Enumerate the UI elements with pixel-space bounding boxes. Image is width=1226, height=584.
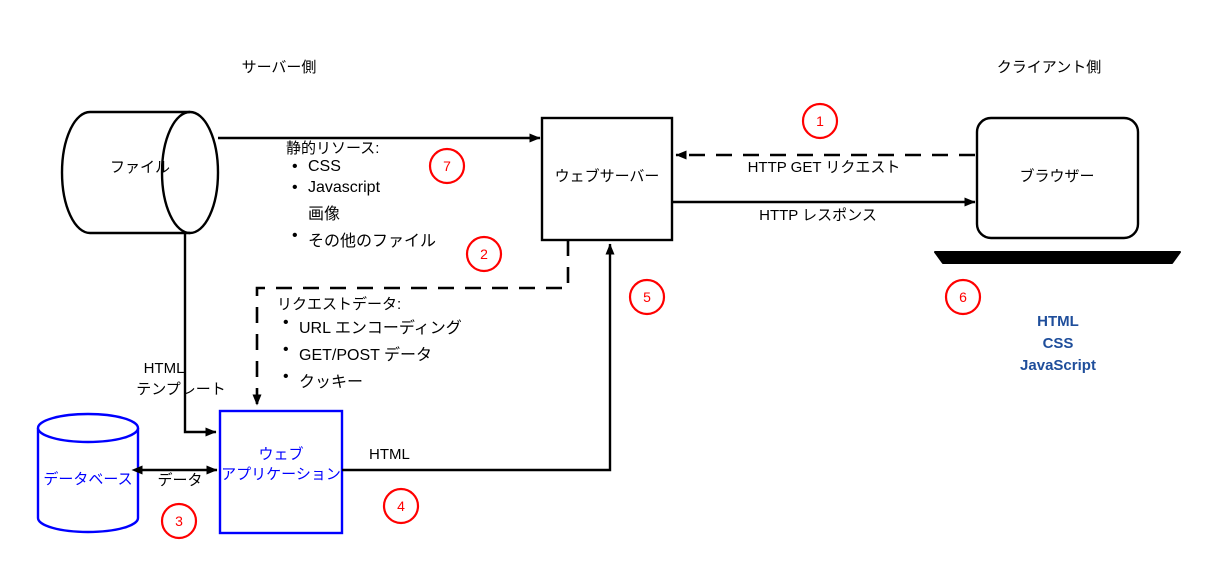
server-side-title: サーバー側 [241,59,317,76]
step-marker-4-circle [382,487,420,525]
step-marker-5-label: 5 [643,289,651,305]
request-data-item: クッキー [283,368,462,392]
step-marker-1-circle [801,102,839,140]
step-marker-1-label: 1 [816,113,824,129]
static-resources-heading: 静的リソース: [286,140,380,157]
edge-html-to-webserver [342,243,615,472]
web-server-node-label: ウェブサーバー [554,168,660,185]
static-resource-item: CSS [292,158,436,176]
edge-html-template [183,233,217,437]
static-resource-item: Javascript [292,179,436,197]
html-template-label-line1: HTML [143,360,185,377]
database-node-shape [36,412,140,534]
step-marker-3-label: 3 [175,513,183,529]
client-stack-line-css: CSS [1042,335,1074,352]
html-edge-label: HTML [369,446,410,463]
static-resources-list: CSS Javascript 画像 その他のファイル [286,158,436,251]
step-marker-2-label: 2 [480,246,488,262]
request-data-list: URL エンコーディング GET/POST データ クッキー [277,314,462,392]
static-resources-block: 静的リソース: CSS Javascript 画像 その他のファイル [286,140,436,254]
request-data-item: URL エンコーディング [283,314,462,338]
web-application-node-label-line1: ウェブ [258,446,304,463]
web-application-node-shape [218,409,344,535]
client-stack-line-html: HTML [1037,313,1079,330]
browser-node-label: ブラウザー [1019,168,1095,185]
file-node-label: ファイル [109,159,171,176]
http-response-label: HTTP レスポンス [759,207,877,224]
file-node-shape [60,110,220,235]
step-marker-4-label: 4 [397,498,405,514]
static-resource-item: 画像 [308,205,341,223]
data-edge-label: データ [157,472,203,489]
request-data-heading: リクエストデータ: [277,296,402,313]
edge-request-data [252,240,570,406]
http-get-request-label: HTTP GET リクエスト [747,159,901,176]
web-application-node-label-line2: アプリケーション [221,466,341,483]
client-side-title: クライアント側 [996,59,1102,76]
client-stack-line-javascript: JavaScript [1020,357,1096,374]
step-marker-3-circle [160,502,198,540]
web-server-node-shape [540,116,674,242]
step-marker-6-label: 6 [959,289,967,305]
static-resource-item: その他のファイル [292,227,436,251]
request-data-block: リクエストデータ: URL エンコーディング GET/POST データ クッキー [277,296,462,395]
laptop-base-shape [934,251,1181,264]
html-template-label-line2: テンプレート [136,381,226,398]
database-node-label: データベース [43,471,133,488]
step-marker-2-circle [465,235,503,273]
browser-node-shape [934,116,1181,264]
step-marker-5-circle [628,278,666,316]
step-marker-7-label: 7 [443,158,451,174]
request-data-item: GET/POST データ [283,341,462,365]
step-marker-6-circle [944,278,982,316]
